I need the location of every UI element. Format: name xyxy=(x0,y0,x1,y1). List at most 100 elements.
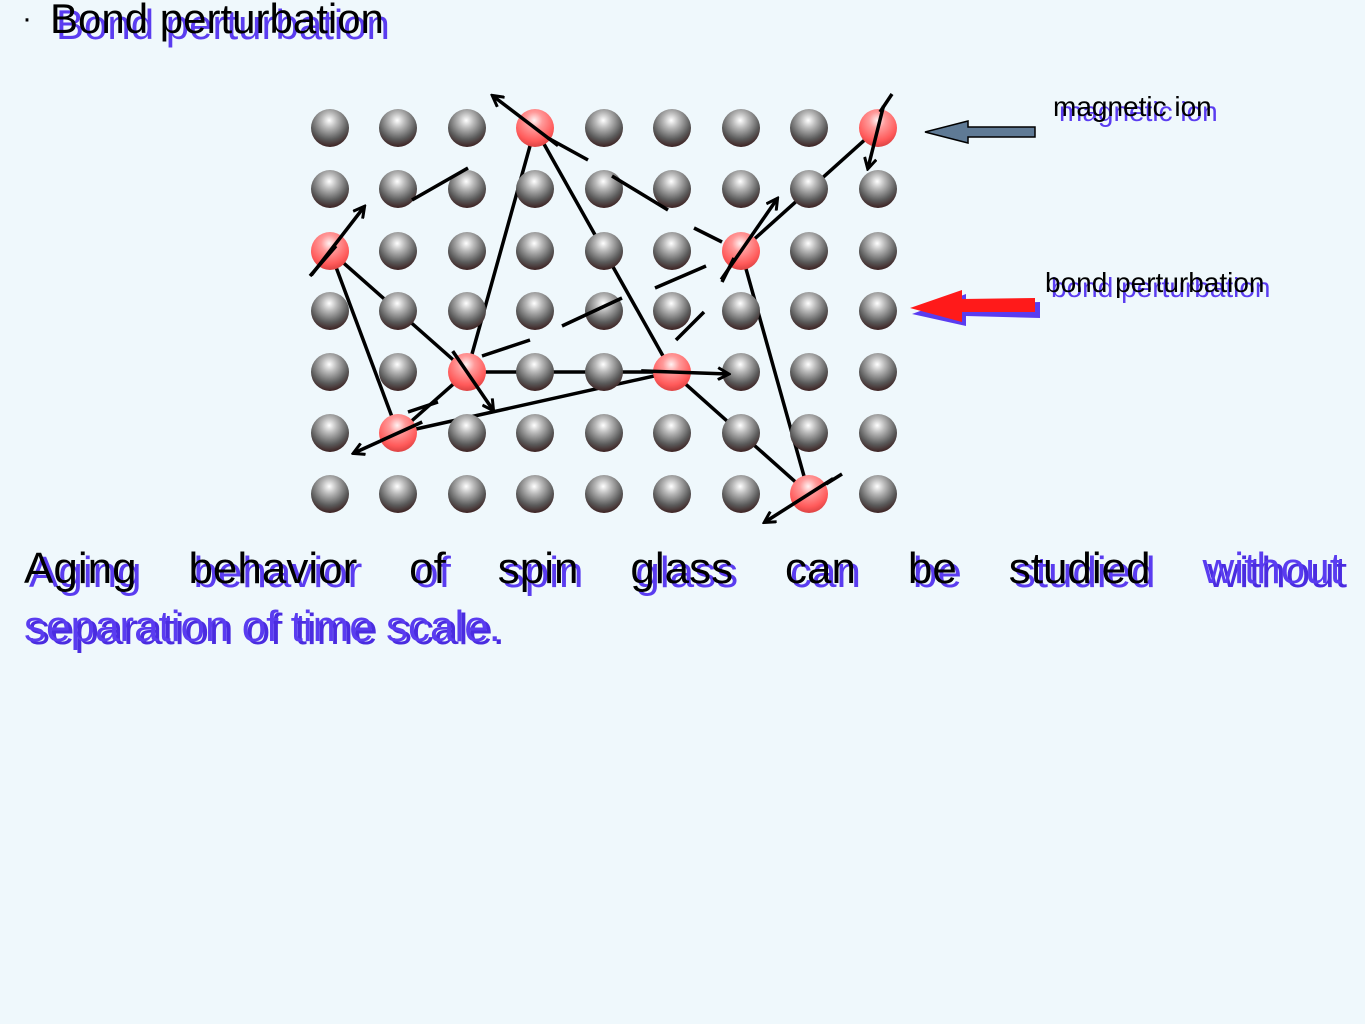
bond-perturbation-dash xyxy=(561,296,623,328)
lattice-ion xyxy=(585,475,623,513)
lattice-ion xyxy=(722,414,760,452)
spin-arrow xyxy=(493,96,560,147)
lattice-ion xyxy=(379,475,417,513)
lattice-ion xyxy=(653,292,691,330)
bond-perturbation-dash xyxy=(308,244,338,278)
bond-perturbation-dash xyxy=(407,400,439,414)
caption-line-2: separation of time scale. separation of … xyxy=(24,598,1342,656)
lattice-ion xyxy=(859,292,897,330)
bond-perturbation-dash xyxy=(611,174,669,212)
lattice-ion xyxy=(722,109,760,147)
bond-perturbation-dashes xyxy=(308,93,894,486)
lattice-ion xyxy=(516,292,554,330)
magnetic-ion-label-shadow: magnetic ion xyxy=(1059,96,1218,127)
lattice-ion xyxy=(379,170,417,208)
bond-perturbation-dash xyxy=(674,310,706,342)
bond-perturbation-dash xyxy=(825,472,843,486)
lattice-ion xyxy=(722,475,760,513)
left-arrow-icon xyxy=(910,290,1040,326)
lattice-ion xyxy=(379,292,417,330)
lattice-ion xyxy=(653,109,691,147)
lattice-ion xyxy=(448,109,486,147)
spin-arrow xyxy=(641,371,728,374)
lattice-ion xyxy=(790,170,828,208)
lattice-ion xyxy=(311,170,349,208)
lattice-ion xyxy=(585,414,623,452)
bond-perturbation-label: bond perturbation bond perturbation xyxy=(1045,266,1271,303)
lattice-ion xyxy=(516,353,554,391)
caption-line-2-shadow: separation of time scale. xyxy=(28,605,505,654)
bond-perturbation-dash xyxy=(481,338,531,358)
bond-perturbation-dash xyxy=(878,93,894,113)
lattice-ion xyxy=(790,109,828,147)
lattice-ion xyxy=(311,414,349,452)
bond-line xyxy=(328,250,400,434)
lattice-ion xyxy=(448,232,486,270)
lattice-ion xyxy=(859,232,897,270)
lattice-ion xyxy=(516,170,554,208)
bond-perturbation-label-text: bond perturbation xyxy=(1045,267,1265,298)
lattice-ion xyxy=(859,353,897,391)
lattice-ion xyxy=(516,414,554,452)
lattice-ion xyxy=(722,292,760,330)
lattice-ion xyxy=(379,353,417,391)
bond-perturbation-dash xyxy=(693,226,723,244)
lattice-ion xyxy=(790,353,828,391)
lattice-ion xyxy=(516,232,554,270)
magnetic-ion-label-text: magnetic ion xyxy=(1053,91,1212,122)
bullet-icon: · xyxy=(22,2,32,35)
spin-arrow xyxy=(868,105,886,168)
left-arrow-icon xyxy=(924,120,1036,144)
lattice-ion xyxy=(859,475,897,513)
lattice-ion xyxy=(448,170,486,208)
lattice-ion xyxy=(379,232,417,270)
lattice-ion xyxy=(653,170,691,208)
bond-perturbation-label-shadow: bond perturbation xyxy=(1051,272,1271,303)
lattice-ion xyxy=(653,414,691,452)
bond-line xyxy=(465,127,537,373)
lattice-ion xyxy=(311,109,349,147)
lattice-ion xyxy=(653,475,691,513)
lattice-ion xyxy=(585,353,623,391)
lattice-ion xyxy=(790,232,828,270)
lattice-ion xyxy=(516,475,554,513)
lattice-ion xyxy=(653,232,691,270)
bond-perturbation-dash xyxy=(411,166,469,202)
page-title-shadow: Bond perturbation xyxy=(56,1,390,48)
caption-line-2-text: separation of time scale. xyxy=(24,602,501,651)
spin-arrow xyxy=(354,420,423,453)
bond-perturbation-dash xyxy=(720,257,736,283)
spin-arrow xyxy=(765,477,835,522)
lattice-ion xyxy=(585,232,623,270)
magnetic-ion-label: magnetic ion magnetic ion xyxy=(1053,90,1218,127)
spin-arrows xyxy=(309,96,886,522)
lattice-ion xyxy=(722,353,760,391)
lattice-ion xyxy=(790,292,828,330)
lattice-ion xyxy=(379,109,417,147)
lattice-ion xyxy=(722,170,760,208)
lattice-ion xyxy=(585,109,623,147)
bond-perturbation-dash xyxy=(654,264,707,290)
lattice-ions xyxy=(311,109,897,513)
bond-line xyxy=(739,250,811,495)
page-title-text: Bond perturbation xyxy=(50,0,384,42)
lattice-ion xyxy=(448,414,486,452)
lattice-ion xyxy=(859,414,897,452)
lattice-ion xyxy=(311,353,349,391)
lattice-ion xyxy=(790,414,828,452)
lattice-ion xyxy=(448,475,486,513)
page-title: · Bond perturbation Bond perturbation xyxy=(22,0,390,48)
lattice-ion xyxy=(311,292,349,330)
